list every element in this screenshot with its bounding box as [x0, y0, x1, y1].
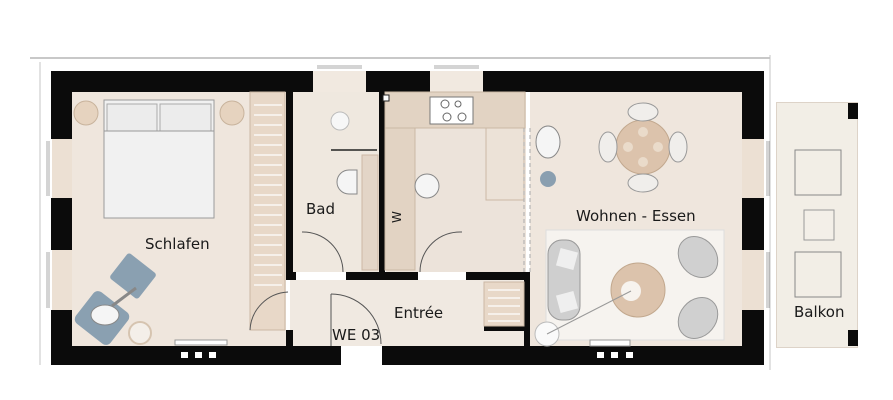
side-table [128, 321, 152, 345]
nightstand-right [219, 100, 245, 126]
wall-entree-top-b [346, 272, 418, 280]
window-schlafen-upper [52, 139, 72, 198]
wall-bad-kitchen [379, 92, 385, 272]
sink-bad [330, 111, 350, 131]
wall-schlafen-bad [286, 92, 293, 272]
nightstand-left [73, 100, 99, 126]
door-swing-schlafen [249, 291, 289, 331]
wall-right-upper [742, 71, 764, 139]
armchair-wohnen-top [677, 236, 719, 278]
wall-left-mid [51, 198, 72, 250]
wall-entree-top-a [286, 272, 296, 280]
window-wohnen-upper [742, 139, 764, 198]
balkon-post-top [848, 103, 858, 119]
wall-entree-wohnen [524, 272, 530, 346]
wall-top-left [51, 71, 313, 92]
window-bad [313, 71, 366, 92]
balkon-post-bottom [848, 330, 858, 346]
room-label-wohnen: Wohnen - Essen [576, 207, 696, 225]
wall-top-right [483, 71, 764, 92]
wardrobe-schlafen [249, 91, 286, 331]
kitchen-island [485, 127, 525, 201]
room-label-entree: Entrée [394, 304, 444, 322]
room-label-schlafen: Schlafen [145, 235, 210, 253]
wardrobe-entree [483, 281, 525, 327]
armchair-wohnen-bottom [677, 297, 719, 339]
wall-right-mid [742, 198, 764, 250]
balkon-chair-bottom [794, 251, 842, 298]
door-swing-kitchen [419, 231, 463, 273]
cooktop [429, 96, 474, 125]
wall-right-lower [742, 310, 764, 365]
door-swing-entrance [330, 293, 382, 345]
door-swing-bad [301, 231, 344, 273]
wall-top-mid [366, 71, 430, 92]
room-label-bad: Bad [306, 200, 336, 218]
window-schlafen-lower [52, 250, 72, 310]
ottoman [110, 253, 156, 299]
balkon-chair-top [794, 149, 842, 196]
plant-pot [540, 171, 556, 187]
balkon-table [803, 209, 835, 241]
wall-entree-top-c [466, 272, 530, 280]
toilet [336, 169, 358, 195]
window-wohnen-lower [742, 250, 764, 310]
unit-label: WE 03 [332, 326, 381, 344]
kitchen-side-counter [384, 127, 416, 271]
window-kitchen [430, 71, 483, 92]
wall-entree-closet [484, 326, 524, 331]
washer-label: W [389, 211, 404, 223]
wall-schlafen-entree-lower [286, 330, 293, 346]
room-label-balkon: Balkon [794, 303, 845, 321]
shower-bad [361, 154, 379, 271]
entrance-door-opening [341, 346, 382, 365]
wall-bottom-right [382, 346, 764, 365]
wall-left-upper [51, 71, 72, 139]
